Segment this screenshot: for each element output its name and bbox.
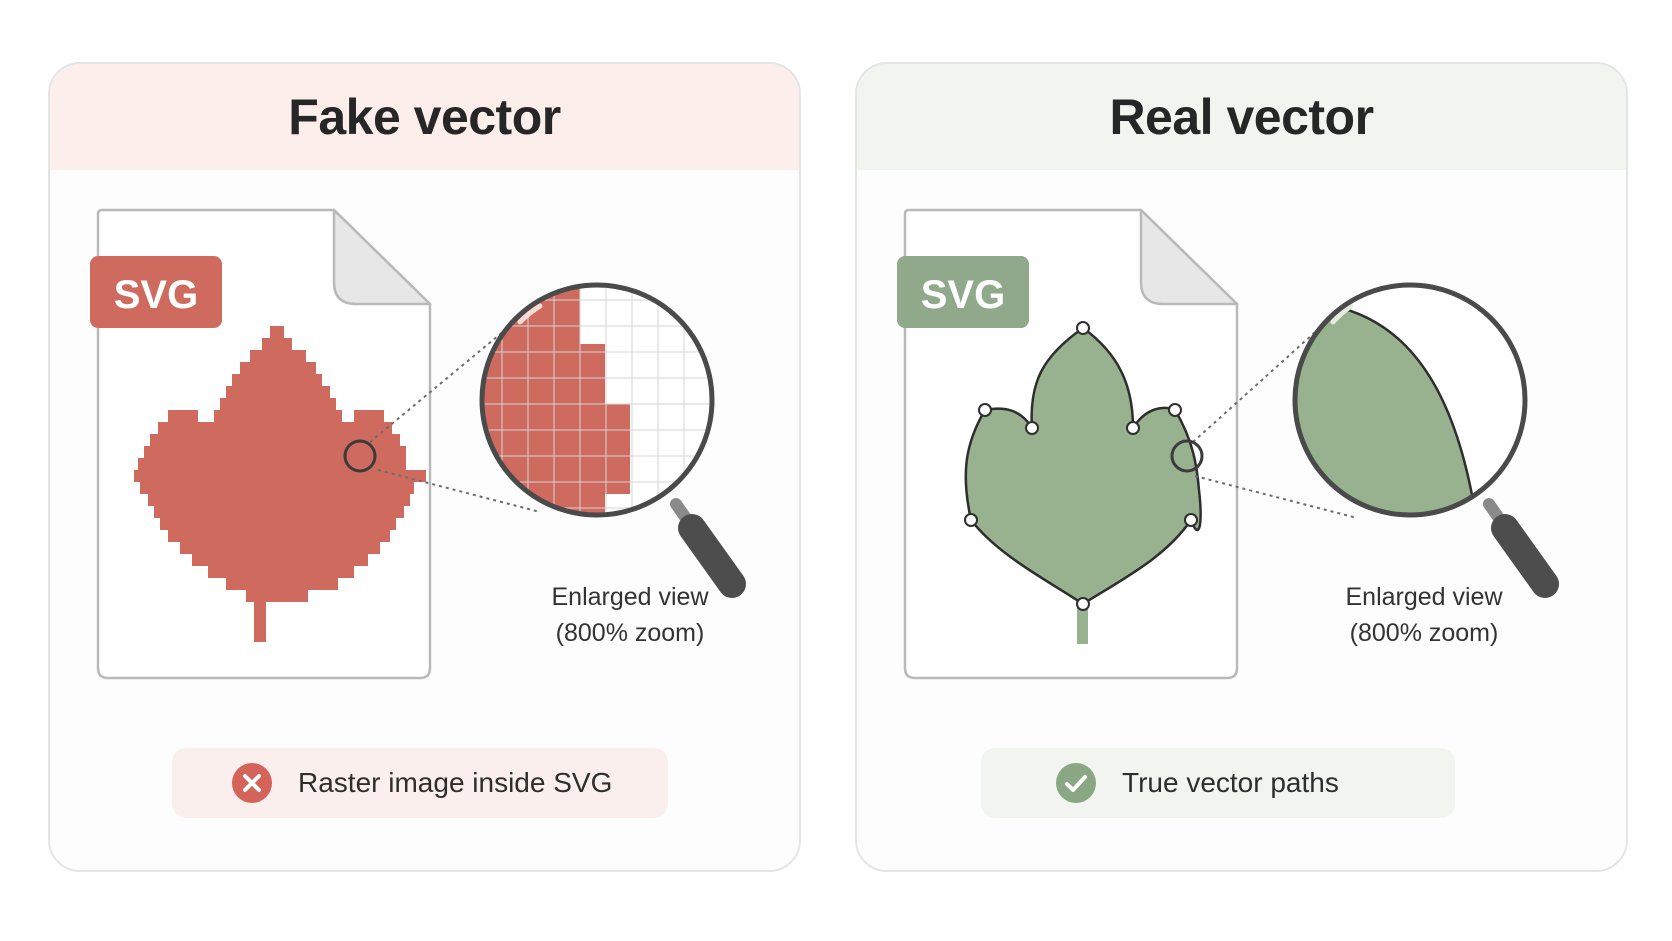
svg-badge-label: SVG [921,273,1005,317]
svg-badge-label: SVG [114,273,198,317]
status-badge-raster: Raster image inside SVG [172,748,668,818]
real-vector-title: Real vector [1109,89,1374,145]
zoom-caption-level: (800% zoom) [1349,619,1499,647]
fake-vector-illustration: SVG [90,208,746,680]
anchor-points [964,321,1198,611]
real-vector-illustration: SVG [897,208,1559,680]
zoom-caption-title: Enlarged view [1345,583,1503,611]
zoom-caption: Enlarged view (800% zoom) [500,579,760,651]
fake-vector-title: Fake vector [288,89,561,145]
magnifier-icon [479,282,746,598]
zoom-connector-lines [369,315,541,513]
fake-vector-header: Fake vector [50,64,799,170]
check-circle-icon [1056,763,1096,803]
status-label: True vector paths [1122,767,1339,798]
pixelated-leaf-image [134,326,426,642]
real-vector-panel: Real vector SVG [855,62,1628,872]
magnifier-icon [1292,282,1559,598]
zoom-caption: Enlarged view (800% zoom) [1294,579,1554,651]
status-badge-vector: True vector paths [981,748,1455,818]
real-vector-header: Real vector [857,64,1626,170]
svg-file-badge: SVG [90,256,222,328]
zoom-caption-level: (800% zoom) [555,619,705,647]
fake-vector-panel: Fake vector SVG [48,62,801,872]
vector-leaf-shape [964,326,1202,644]
sample-circle [1170,439,1204,473]
sample-circle [343,439,377,473]
svg-file-badge: SVG [897,256,1029,328]
zoom-connector-lines [1192,315,1358,519]
x-circle-icon [232,763,272,803]
status-label: Raster image inside SVG [298,767,613,798]
zoom-caption-title: Enlarged view [551,583,709,611]
